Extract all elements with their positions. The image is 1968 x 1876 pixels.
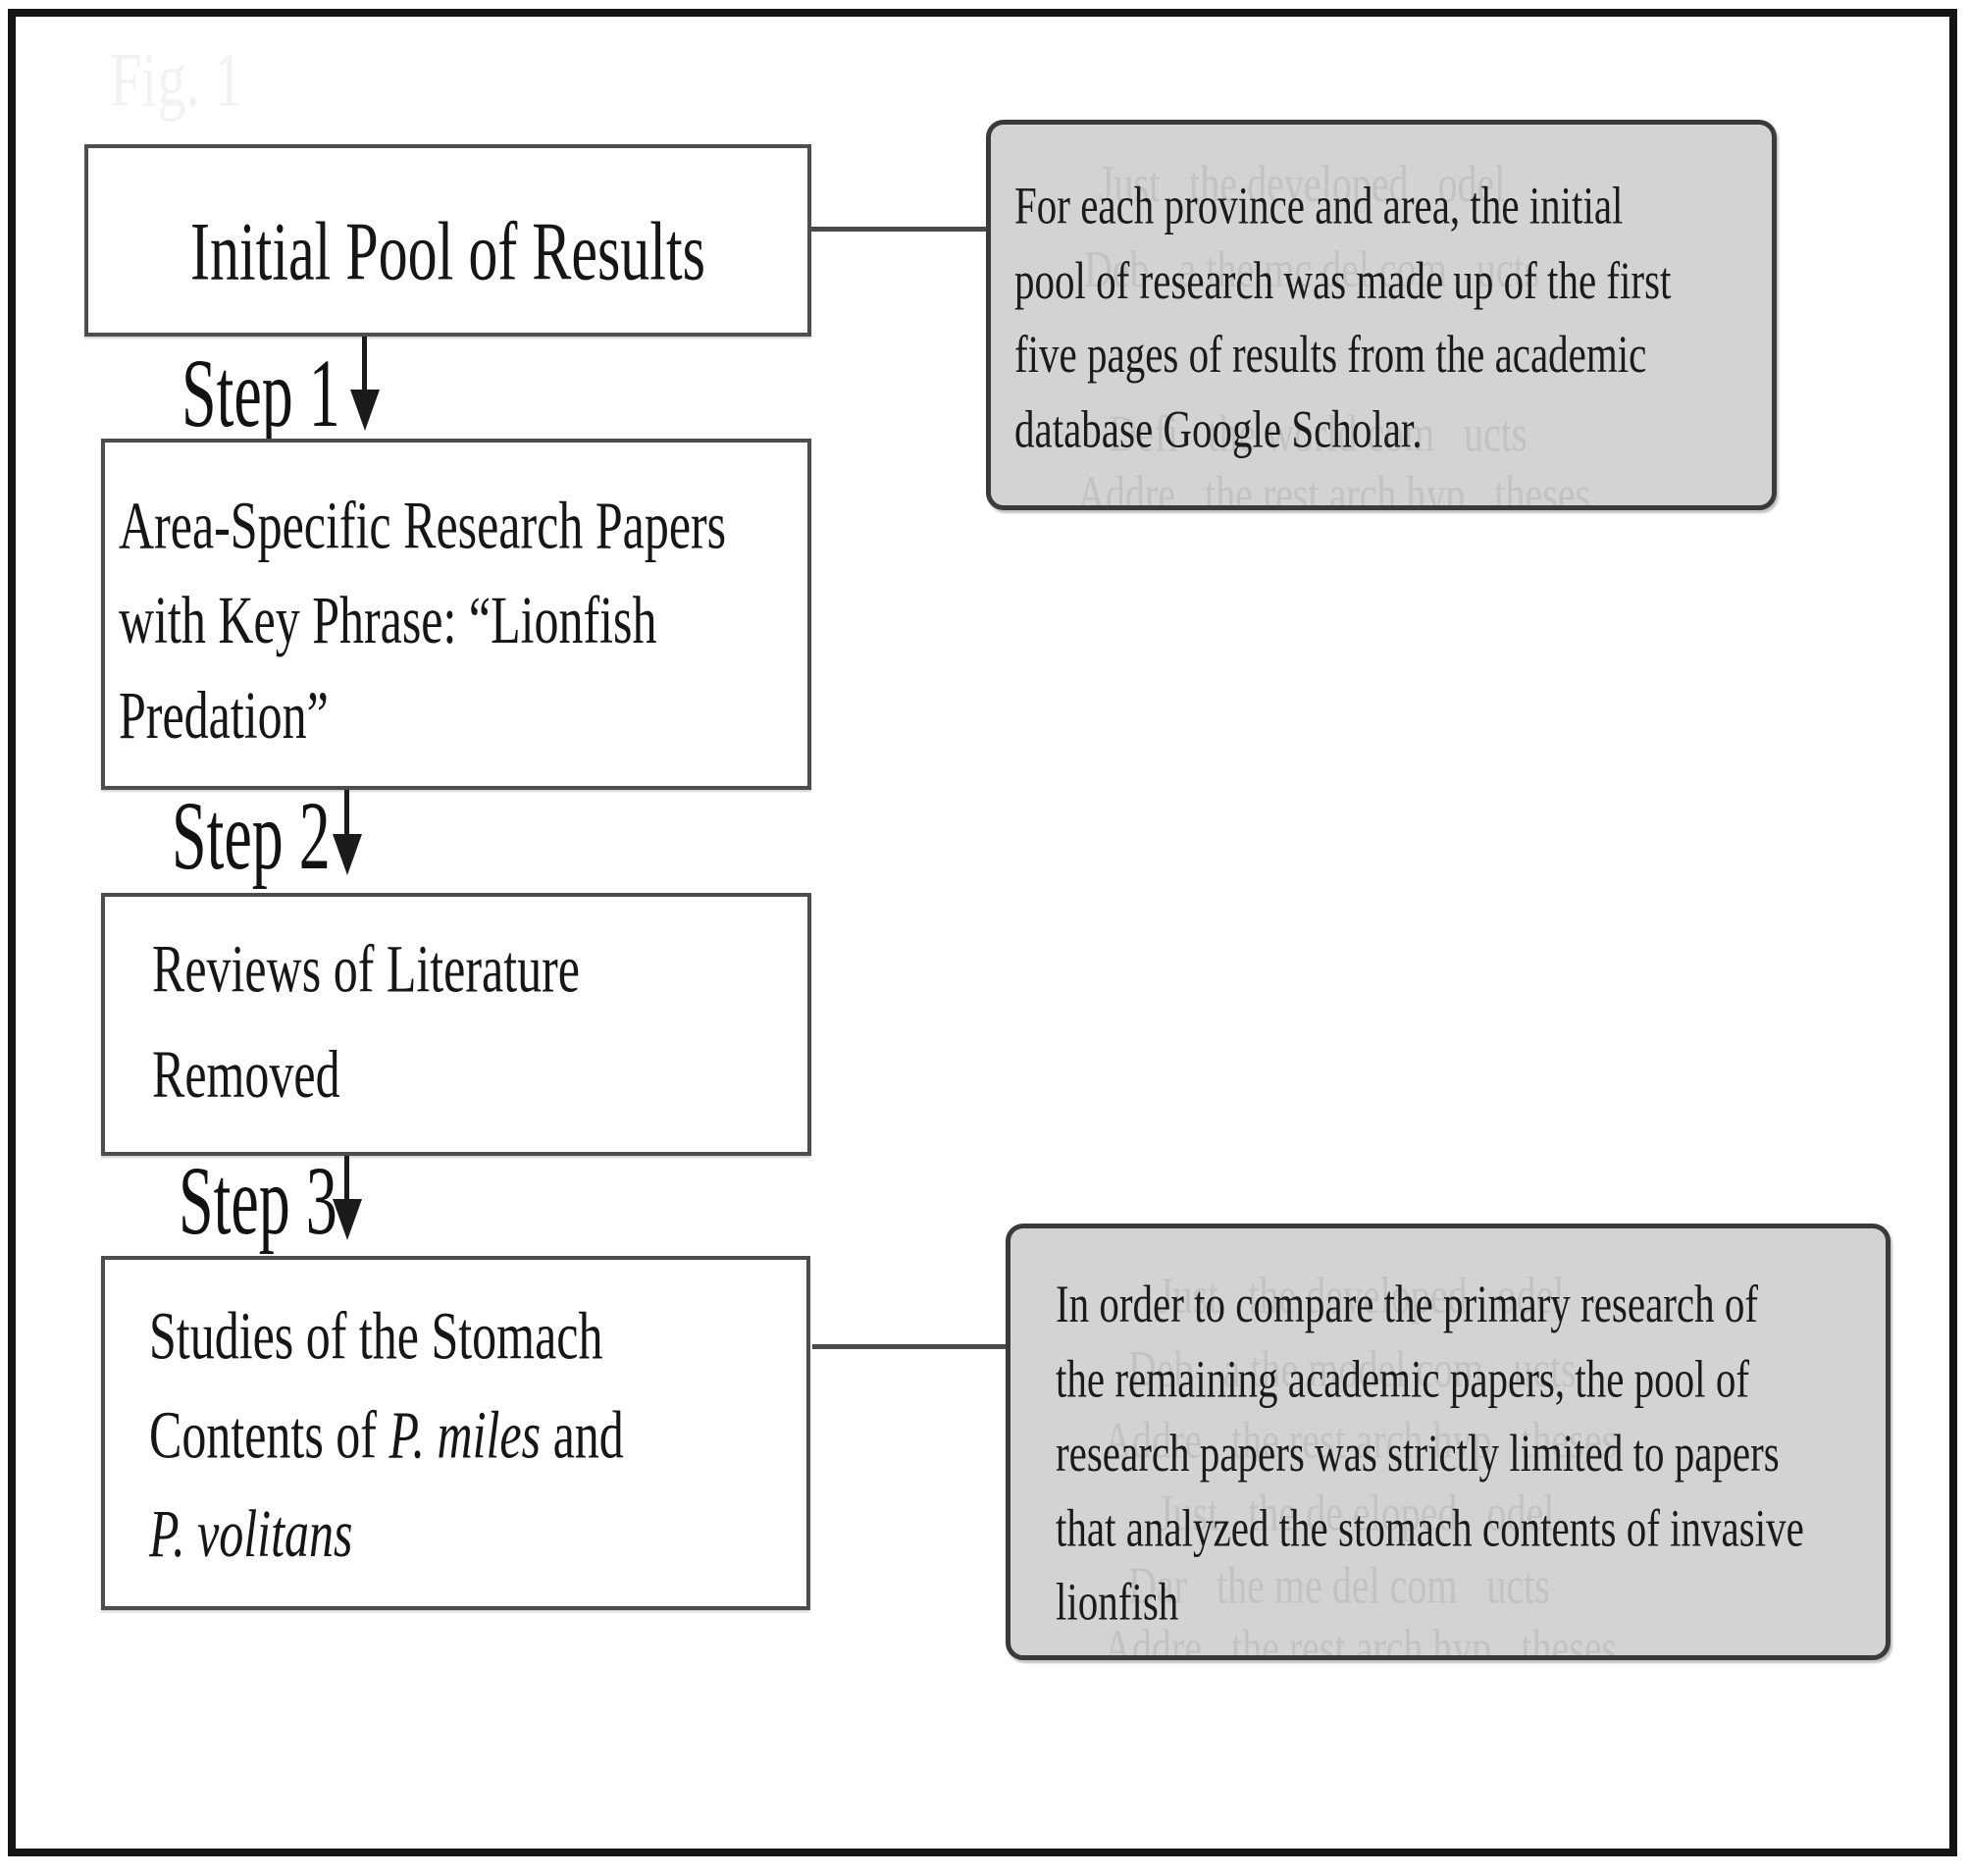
step-label-3: Step 3 — [179, 1146, 337, 1255]
down-arrow-icon-1 — [350, 390, 380, 431]
step-label-1: Step 1 — [181, 339, 340, 447]
down-arrow-line-3 — [344, 1156, 349, 1201]
down-arrow-line-1 — [362, 337, 367, 392]
down-arrow-icon-2 — [333, 834, 362, 875]
connector-line-bottom — [812, 1344, 1008, 1349]
down-arrow-line-2 — [344, 790, 349, 836]
down-arrow-icon-3 — [333, 1199, 362, 1240]
figure-number-label: Fig. 1 — [110, 36, 243, 124]
flow-box-initial-pool: Initial Pool of Results — [84, 144, 811, 337]
connector-line-top — [811, 227, 988, 232]
flow-box-initial-pool-text: Initial Pool of Results — [190, 205, 705, 297]
step-label-2: Step 2 — [172, 781, 331, 890]
callout-bottom-text: In order to compare the primary research… — [1056, 1274, 1804, 1632]
